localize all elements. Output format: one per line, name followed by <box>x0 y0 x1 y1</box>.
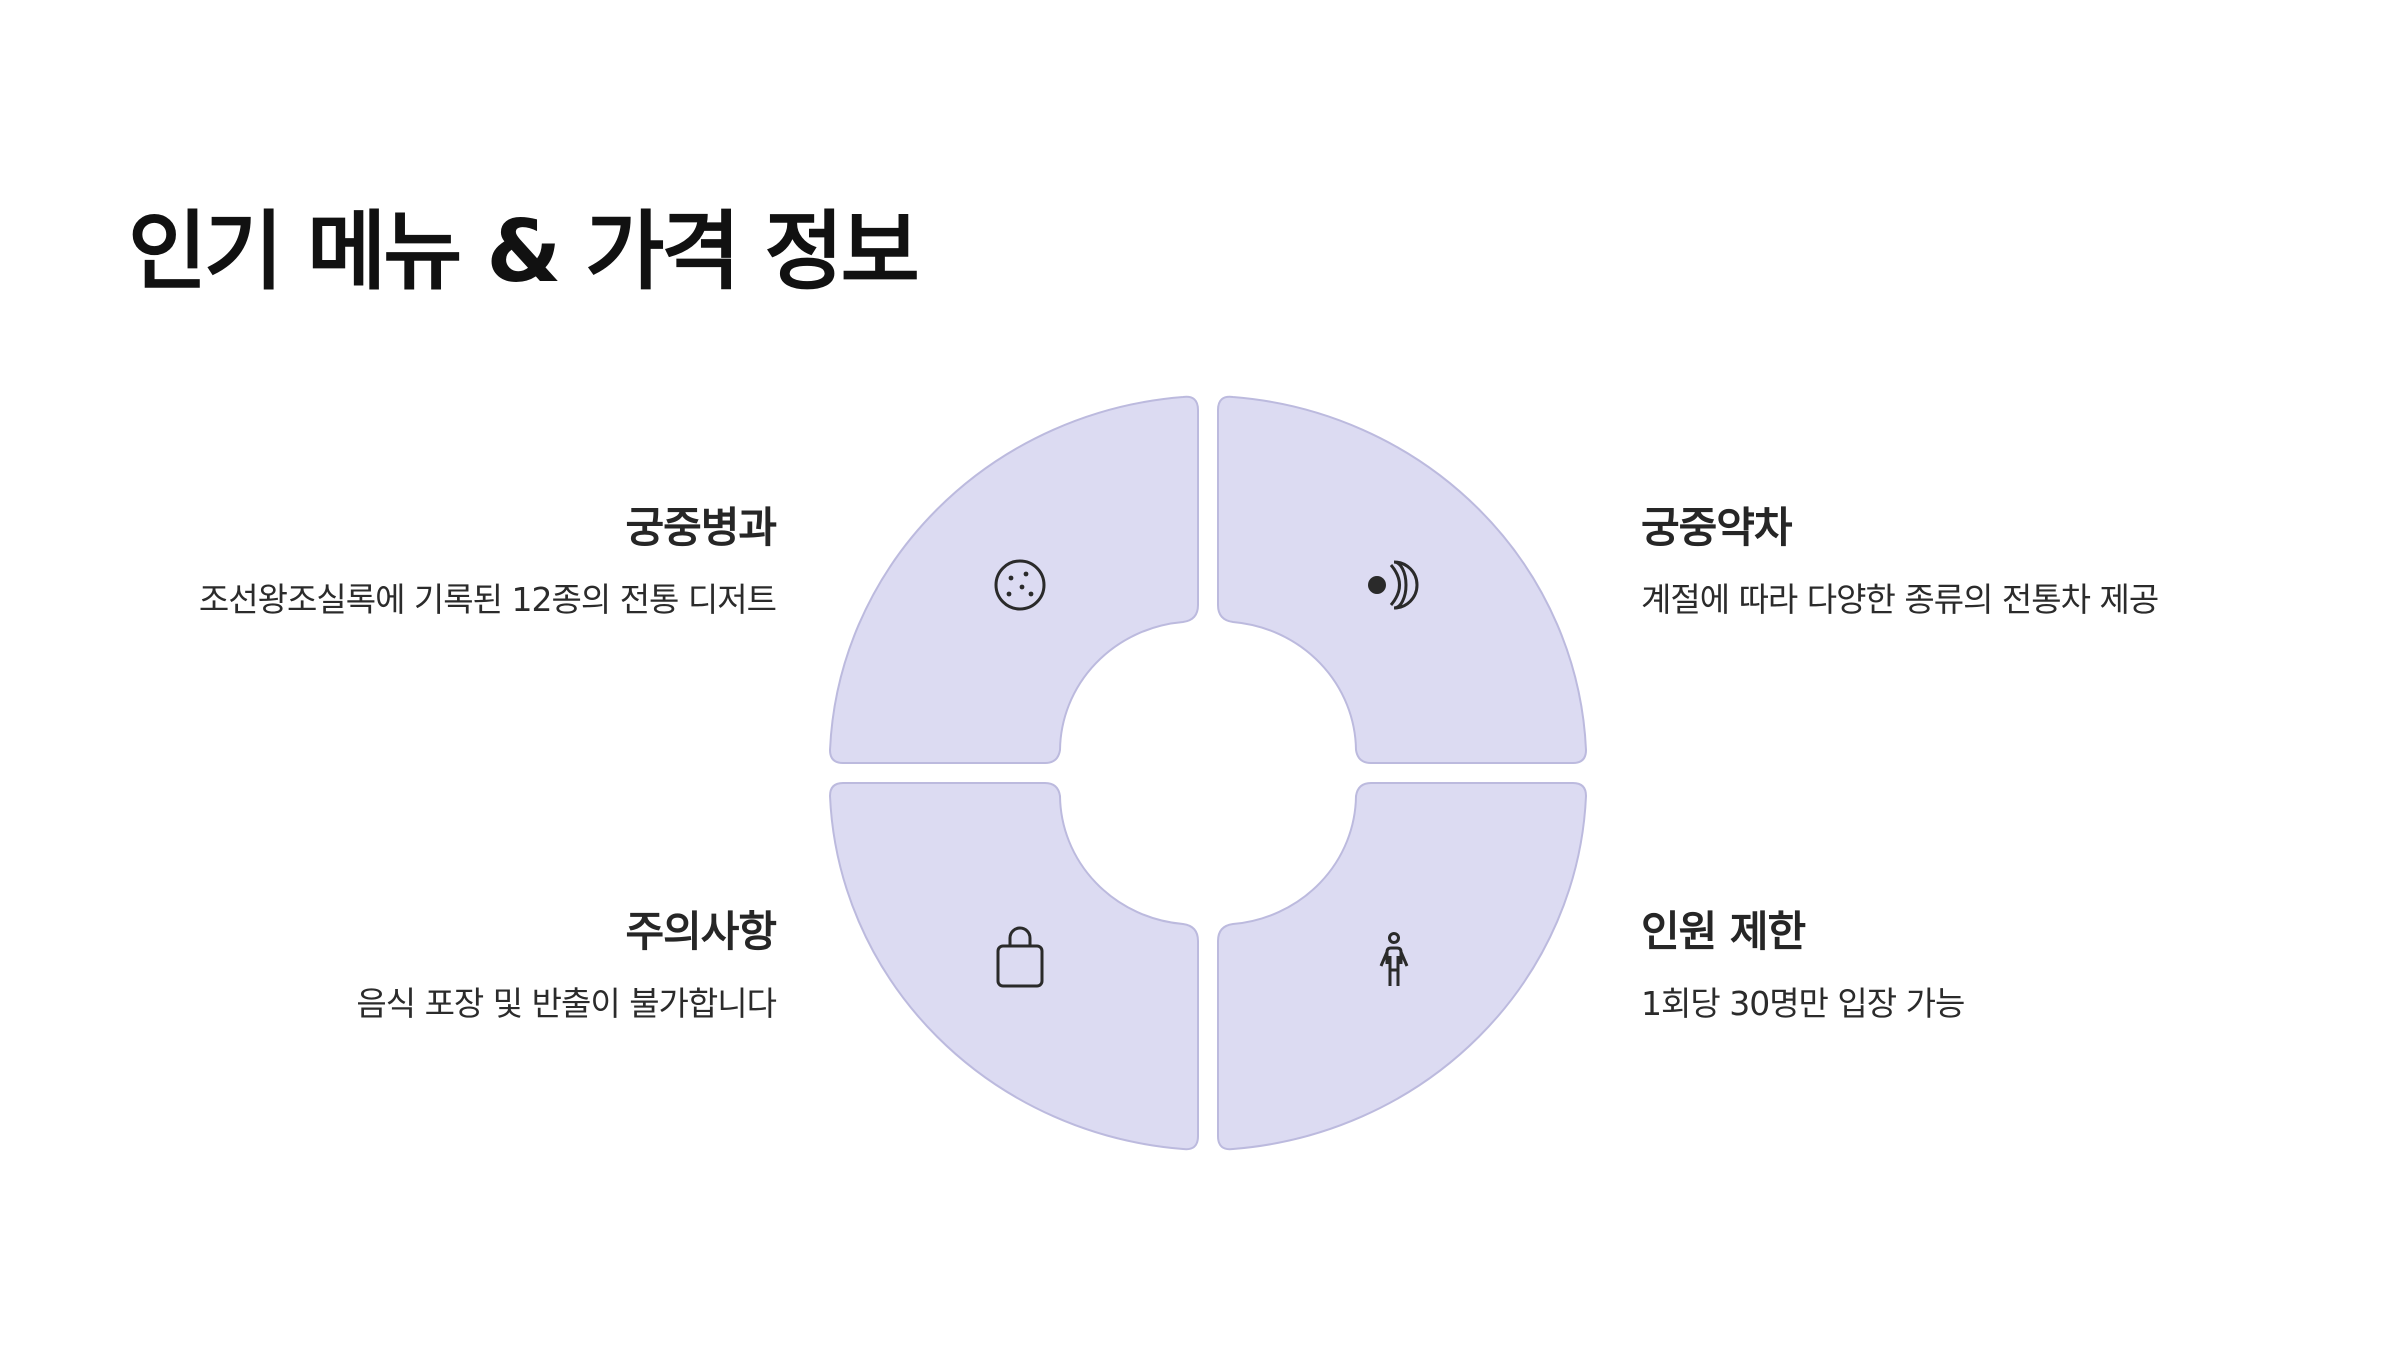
cookie-icon <box>994 559 1046 611</box>
info-block-tr: 궁중약차 계절에 따라 다양한 종류의 전통차 제공 <box>1641 503 2400 622</box>
ring-segment-br <box>1217 782 1588 1151</box>
info-title: 궁중약차 <box>1641 503 1793 552</box>
ring-segment-tr <box>1217 395 1588 764</box>
info-title: 인원 제한 <box>1641 907 1806 956</box>
info-description: 1회당 30명만 입장 가능 <box>1641 984 1965 1024</box>
info-description: 음식 포장 및 반출이 불가합니다 <box>356 984 777 1024</box>
tea-leaf-icon <box>1368 560 1419 610</box>
shopping-bag-icon <box>996 926 1044 988</box>
info-title: 궁중병과 <box>625 503 777 552</box>
info-block-bl: 주의사항 음식 포장 및 반출이 불가합니다 <box>16 907 777 1026</box>
info-block-tl: 궁중병과 조선왕조실록에 기록된 12종의 전통 디저트 <box>16 503 777 622</box>
info-title: 주의사항 <box>625 907 777 956</box>
person-icon <box>1379 932 1409 986</box>
info-block-br: 인원 제한 1회당 30명만 입장 가능 <box>1641 907 2400 1026</box>
info-description: 조선왕조실록에 기록된 12종의 전통 디저트 <box>198 580 777 620</box>
ring-segment-bl <box>828 782 1199 1151</box>
page-title: 인기 메뉴 & 가격 정보 <box>128 202 920 302</box>
info-description: 계절에 따라 다양한 종류의 전통차 제공 <box>1641 580 2159 620</box>
ring-segment-tl <box>828 395 1199 764</box>
